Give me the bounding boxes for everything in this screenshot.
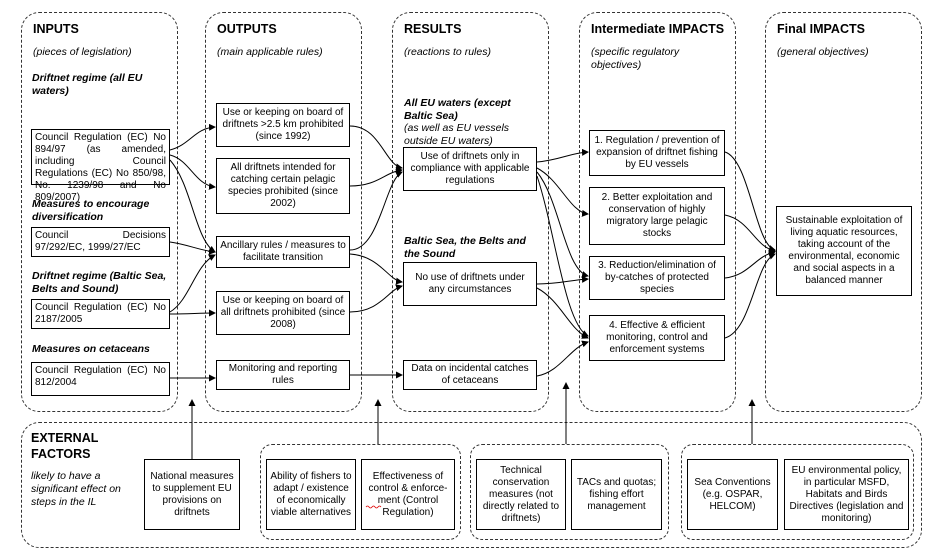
input-box-reg-894: Council Regulation (EC) No 894/97 (as am… bbox=[31, 129, 170, 203]
final-box-sustainable-exploitation: Sustainable exploitation of living aquat… bbox=[776, 206, 912, 296]
outputs-subtitle: (main applicable rules) bbox=[217, 46, 323, 58]
input-section-cetaceans: Measures on cetaceans bbox=[32, 343, 150, 355]
external-box-sea-conventions: Sea Conventions (e.g. OSPAR, HELCOM) bbox=[687, 459, 778, 530]
input-section-driftnet-baltic: Driftnet regime (Baltic Sea, Belts and S… bbox=[32, 270, 167, 295]
results-column bbox=[392, 12, 549, 412]
input-box-council-decisions: Council Decisions 97/292/EC, 1999/27/EC bbox=[31, 227, 170, 257]
result-box-no-driftnets: No use of driftnets under any circumstan… bbox=[403, 262, 537, 306]
external-box-national-measures: National measures to supplement EU provi… bbox=[144, 459, 240, 530]
result-box-cetacean-data: Data on incidental catches of cetaceans bbox=[403, 360, 537, 390]
inputs-subtitle: (pieces of legislation) bbox=[33, 46, 132, 58]
external-factors-title: EXTERNAL FACTORS bbox=[31, 431, 99, 461]
external-group-conventions-policy bbox=[681, 444, 914, 540]
results-title: RESULTS bbox=[404, 22, 462, 36]
intermediate-box-1-regulation: 1. Regulation / prevention of expansion … bbox=[589, 130, 725, 176]
results-subtitle: (reactions to rules) bbox=[404, 46, 491, 58]
external-box-technical-conservation: Technical conservation measures (not dir… bbox=[476, 459, 566, 530]
results-section-note: (as well as EU vessels outside EU waters… bbox=[404, 122, 510, 147]
results-section-baltic: Baltic Sea, the Belts and the Sound bbox=[404, 235, 526, 260]
external-box-ability-of-fishers: Ability of fishers to adapt / existence … bbox=[266, 459, 356, 530]
output-box-2-5km-prohibited: Use or keeping on board of driftnets >2.… bbox=[216, 103, 350, 147]
external-box-control-effectiveness: Effectiveness of control & enforce-ment … bbox=[361, 459, 455, 530]
output-box-ancillary-rules: Ancillary rules / measures to facilitate… bbox=[216, 236, 350, 268]
intermediate-box-4-monitoring: 4. Effective & efficient monitoring, con… bbox=[589, 315, 725, 361]
outputs-title: OUTPUTS bbox=[217, 22, 277, 36]
output-box-monitoring-reporting: Monitoring and reporting rules bbox=[216, 360, 350, 390]
input-box-reg-812: Council Regulation (EC) No 812/2004 bbox=[31, 362, 170, 396]
input-section-diversification: Measures to encourage diversification bbox=[32, 198, 150, 223]
final-impacts-subtitle: (general objectives) bbox=[777, 46, 869, 58]
inputs-title: INPUTS bbox=[33, 22, 79, 36]
results-section-all-eu-waters: All EU waters (except Baltic Sea) bbox=[404, 97, 511, 122]
external-box-tacs-quotas: TACs and quotas; fishing effort manageme… bbox=[571, 459, 662, 530]
intermediate-box-2-exploitation: 2. Better exploitation and conservation … bbox=[589, 187, 725, 245]
input-box-reg-2187: Council Regulation (EC) No 2187/2005 bbox=[31, 299, 170, 329]
intermediate-box-3-bycatch: 3. Reduction/elimination of by-catches o… bbox=[589, 256, 725, 300]
external-factors-frame bbox=[21, 422, 922, 548]
external-group-ability-effectiveness bbox=[260, 444, 461, 540]
external-box-eu-environmental-policy: EU environmental policy, in particular M… bbox=[784, 459, 909, 530]
input-section-driftnet-all: Driftnet regime (all EU waters) bbox=[32, 72, 143, 97]
intermediate-impacts-title: Intermediate IMPACTS bbox=[591, 22, 725, 36]
external-group-technical-tacs bbox=[470, 444, 669, 540]
intermediate-impacts-subtitle: (specific regulatory objectives) bbox=[591, 46, 680, 71]
output-box-all-driftnets-prohibited: Use or keeping on board of all driftnets… bbox=[216, 291, 350, 335]
final-impacts-title: Final IMPACTS bbox=[777, 22, 865, 36]
result-box-compliance: Use of driftnets only in compliance with… bbox=[403, 147, 537, 191]
output-box-pelagic-prohibited: All driftnets intended for catching cert… bbox=[216, 158, 350, 214]
external-factors-subtitle: likely to have a significant effect on s… bbox=[31, 470, 121, 508]
